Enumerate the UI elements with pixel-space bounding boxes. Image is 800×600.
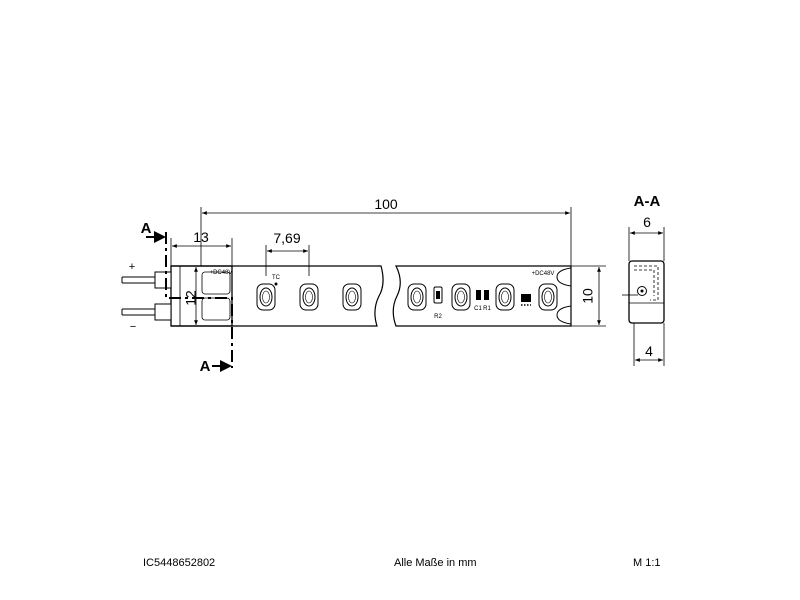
led-5 [451,283,471,311]
label-voltage-left: +DC48V [210,270,233,276]
dimension-length-value: 100 [374,196,398,212]
label-tc: TC [272,275,281,281]
wire-minus-sign: − [130,321,136,333]
strip-left-segment [171,265,384,327]
dimension-section-height [633,323,665,366]
drawing-reference: IC5448652802 [143,557,216,569]
connector-slot-top [201,271,231,295]
capacitor-c1 [476,290,481,300]
label-r1: R1 [483,306,491,312]
led-6 [495,283,515,311]
section-title: A-A [634,193,661,210]
dimension-pitch-value: 7,69 [273,230,300,246]
ic-chip [521,294,531,302]
led-3 [342,283,362,311]
dimension-strip-width [571,265,606,327]
strip-right-segment [392,265,572,327]
tc-marker [274,282,278,286]
connector-body [170,265,233,327]
units-note: Alle Maße in mm [394,557,477,569]
dimension-pitch [265,245,310,276]
dimension-connector-height-value: 12 [183,290,199,306]
led-4 [407,283,427,311]
dimension-section-width [628,227,665,261]
strip-end-notch-top [556,267,572,287]
label-c1: C1 [474,306,482,312]
strip-end-notch-bottom [556,305,572,325]
dimension-section-height-value: 4 [645,343,653,359]
scale-note: M 1:1 [633,557,661,569]
wire-plus [121,271,172,289]
section-cut-line [165,232,233,368]
section-arrow-top [146,231,166,243]
section-view [622,260,665,324]
section-letter-top: A [141,220,152,237]
section-letter-bottom: A [200,358,211,375]
dimension-section-width-value: 6 [643,214,651,230]
dimension-connector [170,238,233,266]
resistor-r1 [484,290,489,300]
dimension-length [200,207,572,266]
led-7 [538,283,558,311]
dimension-connector-value: 13 [193,229,209,245]
wire-plus-sign: + [129,261,135,273]
led-2 [299,283,319,311]
label-r2: R2 [434,314,442,320]
wire-minus [121,303,172,321]
resistor-r2-core [436,291,440,299]
section-arrow-bottom [212,360,232,372]
dimension-strip-width-value: 10 [580,288,596,304]
led-1 [256,283,276,311]
label-voltage-right: +DC48V [532,271,555,277]
connector-slot-bottom [201,297,231,321]
